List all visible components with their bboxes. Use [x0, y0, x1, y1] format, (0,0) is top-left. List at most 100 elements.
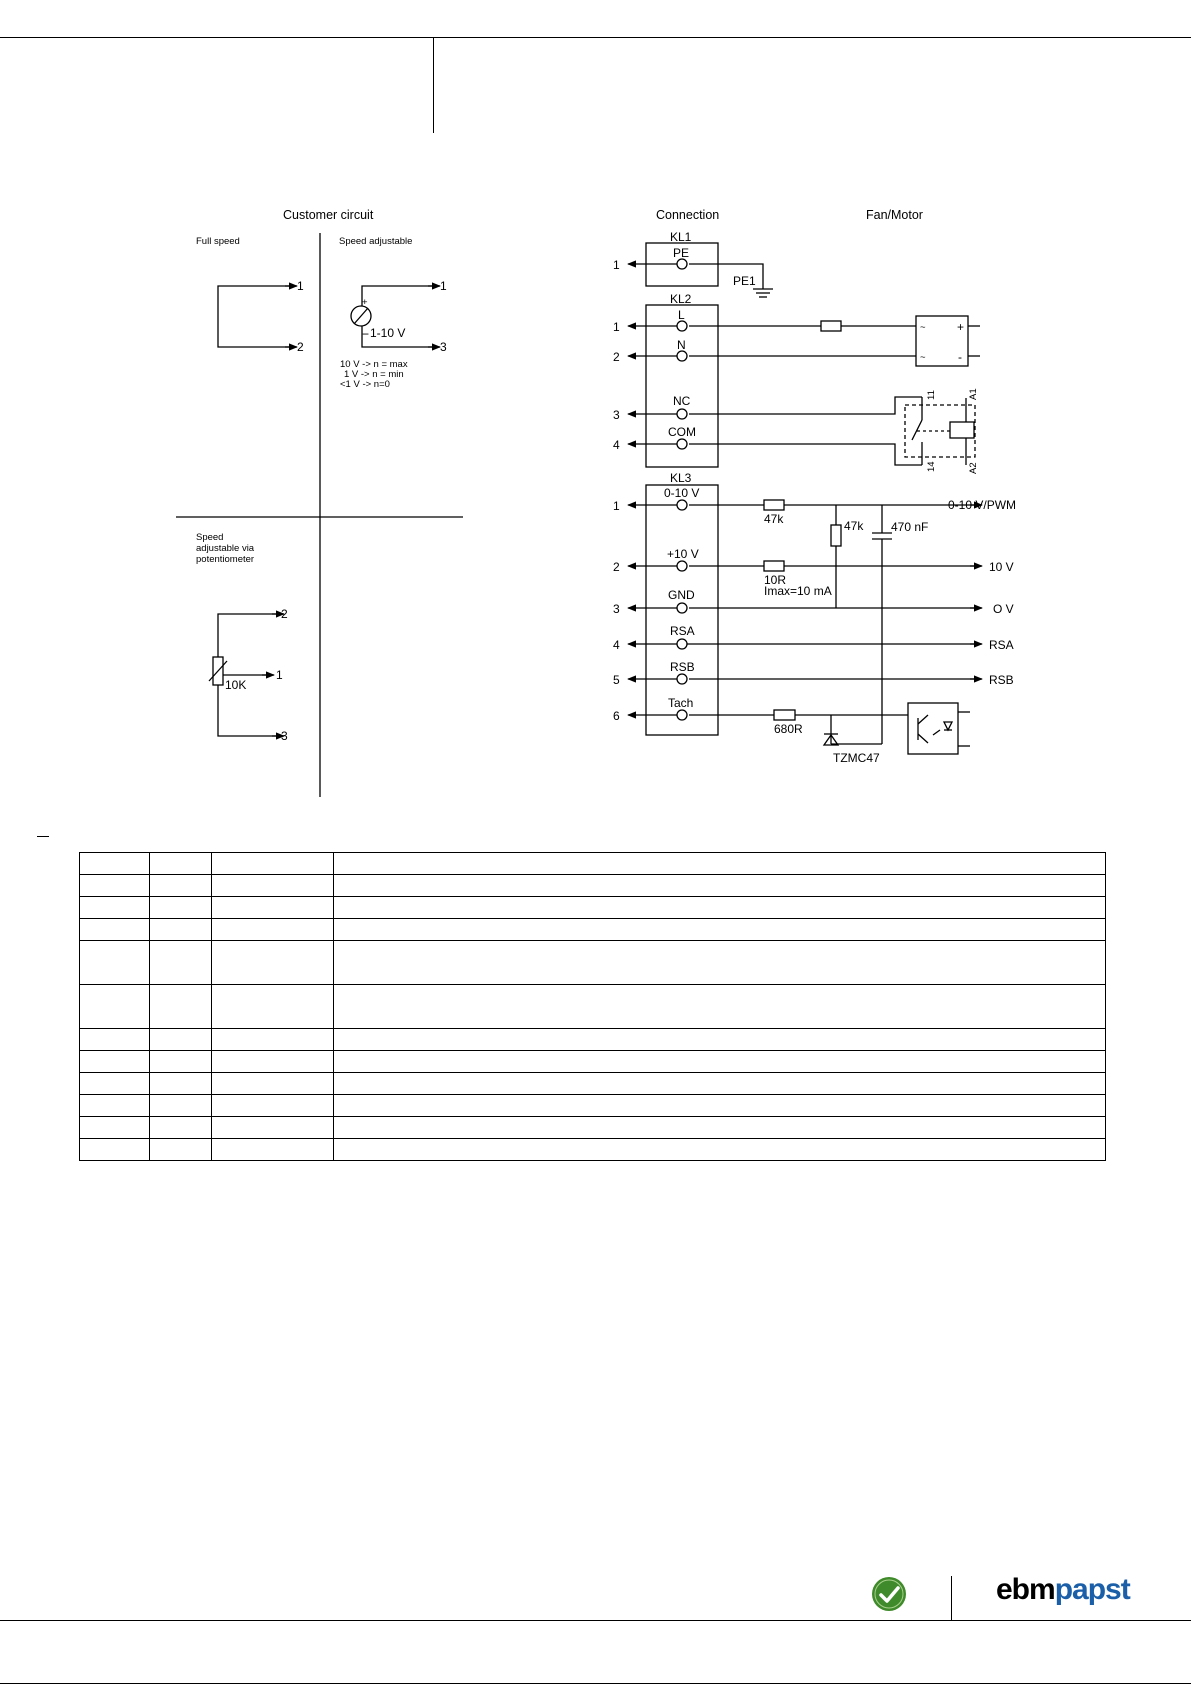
table-cell	[211, 1072, 334, 1095]
spec-table-body	[79, 852, 1106, 1161]
table-row	[79, 1116, 1106, 1139]
table-cell	[211, 984, 334, 1029]
table-cell	[149, 1116, 212, 1139]
greentech-badge-icon	[872, 1577, 906, 1611]
rectifier-dc-plus: +	[957, 320, 964, 334]
table-row	[79, 984, 1106, 1029]
table-row	[79, 918, 1106, 941]
table-cell	[79, 1072, 150, 1095]
kl3-pin-5: 5	[613, 673, 620, 687]
relay-label-11: 11	[926, 390, 937, 400]
table-cell	[333, 940, 1106, 985]
kl3-signal-rsa: RSA	[670, 624, 695, 638]
brand-part-1: ebm	[996, 1573, 1056, 1606]
output-10v: 10 V	[989, 560, 1014, 574]
speed-note-min: 1 V -> n = min	[344, 369, 404, 380]
kl1-ground-label: PE1	[733, 274, 756, 288]
table-cell	[211, 1050, 334, 1073]
table-cell	[79, 918, 150, 941]
table-cell	[333, 896, 1106, 919]
table-row	[79, 1094, 1106, 1117]
source-minus-sign: −	[362, 327, 369, 341]
kl2-pin-2: 2	[613, 350, 620, 364]
kl2-signal-com: COM	[668, 425, 696, 439]
connection-wiring	[627, 242, 983, 755]
table-cell	[211, 1138, 334, 1161]
table-cell	[149, 852, 212, 875]
source-voltage-label: 1-10 V	[370, 326, 405, 340]
kl3-signal-0-10v: 0-10 V	[664, 486, 699, 500]
table-cell	[149, 1094, 212, 1117]
speed-adjustable-label: Speed adjustable	[339, 236, 412, 247]
table-cell	[79, 874, 150, 897]
logo-separator	[951, 1576, 952, 1620]
rectifier-ac-in-2: ~	[920, 352, 926, 363]
wiring-diagram: Customer circuit Full speed 1 2 Speed ad…	[176, 208, 1016, 797]
kl1-pin-1: 1	[613, 258, 620, 272]
brand-part-2: papst	[1054, 1573, 1131, 1606]
relay-label-a1: A1	[968, 388, 979, 400]
source-plus-sign: +	[362, 297, 368, 308]
table-cell	[149, 1138, 212, 1161]
potentiometer-value: 10K	[225, 678, 246, 692]
kl3-pin-6: 6	[613, 709, 620, 723]
table-cell	[149, 984, 212, 1029]
table-cell	[79, 1116, 150, 1139]
table-row	[79, 896, 1106, 919]
table-cell	[333, 1072, 1106, 1095]
table-cell	[149, 940, 212, 985]
kl2-name: KL2	[670, 292, 692, 306]
connection-title: Connection	[656, 208, 719, 222]
kl1-name: KL1	[670, 230, 692, 244]
resistor-47k-shunt: 47k	[844, 519, 864, 533]
table-cell	[149, 1028, 212, 1051]
table-row	[79, 874, 1106, 897]
table-cell	[79, 896, 150, 919]
kl2-signal-nc: NC	[673, 394, 691, 408]
speed-note-max: 10 V -> n = max	[340, 359, 408, 370]
table-cell	[149, 1072, 212, 1095]
footer-bottom-rule	[0, 1683, 1191, 1684]
table-cell	[211, 874, 334, 897]
capacitor-470nf: 470 nF	[891, 520, 928, 534]
kl3-signal-tach: Tach	[668, 696, 693, 710]
potentiometer-terminal-3: 3	[281, 729, 288, 743]
kl3-pin-2: 2	[613, 560, 620, 574]
output-rsa: RSA	[989, 638, 1014, 652]
zener-tzmc47: TZMC47	[833, 751, 880, 765]
table-cell	[333, 1028, 1106, 1051]
speed-adjustable-terminal-1: 1	[440, 279, 447, 293]
terminal-circles	[676, 258, 688, 721]
full-speed-label: Full speed	[196, 236, 240, 247]
customer-circuit	[176, 233, 463, 797]
kl2-signal-l: L	[678, 308, 685, 322]
imax-label: Imax=10 mA	[764, 584, 832, 598]
output-0-10v-pwm: 0-10 V/PWM	[948, 498, 1016, 512]
resistor-10r: 10R	[764, 573, 786, 587]
speed-note-zero: <1 V -> n=0	[340, 379, 390, 390]
table-cell	[211, 852, 334, 875]
table-cell	[333, 984, 1106, 1029]
kl2-pin-4: 4	[613, 438, 620, 452]
potentiometer-label-line-3: potentiometer	[196, 554, 254, 565]
table-cell	[211, 896, 334, 919]
potentiometer-terminal-1: 1	[276, 668, 283, 682]
table-cell	[211, 940, 334, 985]
ebmpapst-logo: ebmpapst	[996, 1570, 1131, 1610]
output-0v: O V	[993, 602, 1014, 616]
table-cell	[333, 852, 1106, 875]
table-cell	[333, 918, 1106, 941]
output-rsb: RSB	[989, 673, 1014, 687]
kl3-signal-plus-10v: +10 V	[667, 547, 699, 561]
potentiometer-label-line-1: Speed	[196, 532, 223, 543]
resistor-47k-series: 47k	[764, 512, 784, 526]
section-dash	[37, 836, 49, 837]
header-divider	[433, 37, 434, 133]
resistor-680r: 680R	[774, 722, 803, 736]
kl3-pin-4: 4	[613, 638, 620, 652]
kl3-name: KL3	[670, 471, 692, 485]
kl2-signal-n: N	[677, 338, 686, 352]
table-cell	[149, 874, 212, 897]
table-cell	[149, 896, 212, 919]
rectifier-ac-in-1: ~	[920, 322, 926, 333]
